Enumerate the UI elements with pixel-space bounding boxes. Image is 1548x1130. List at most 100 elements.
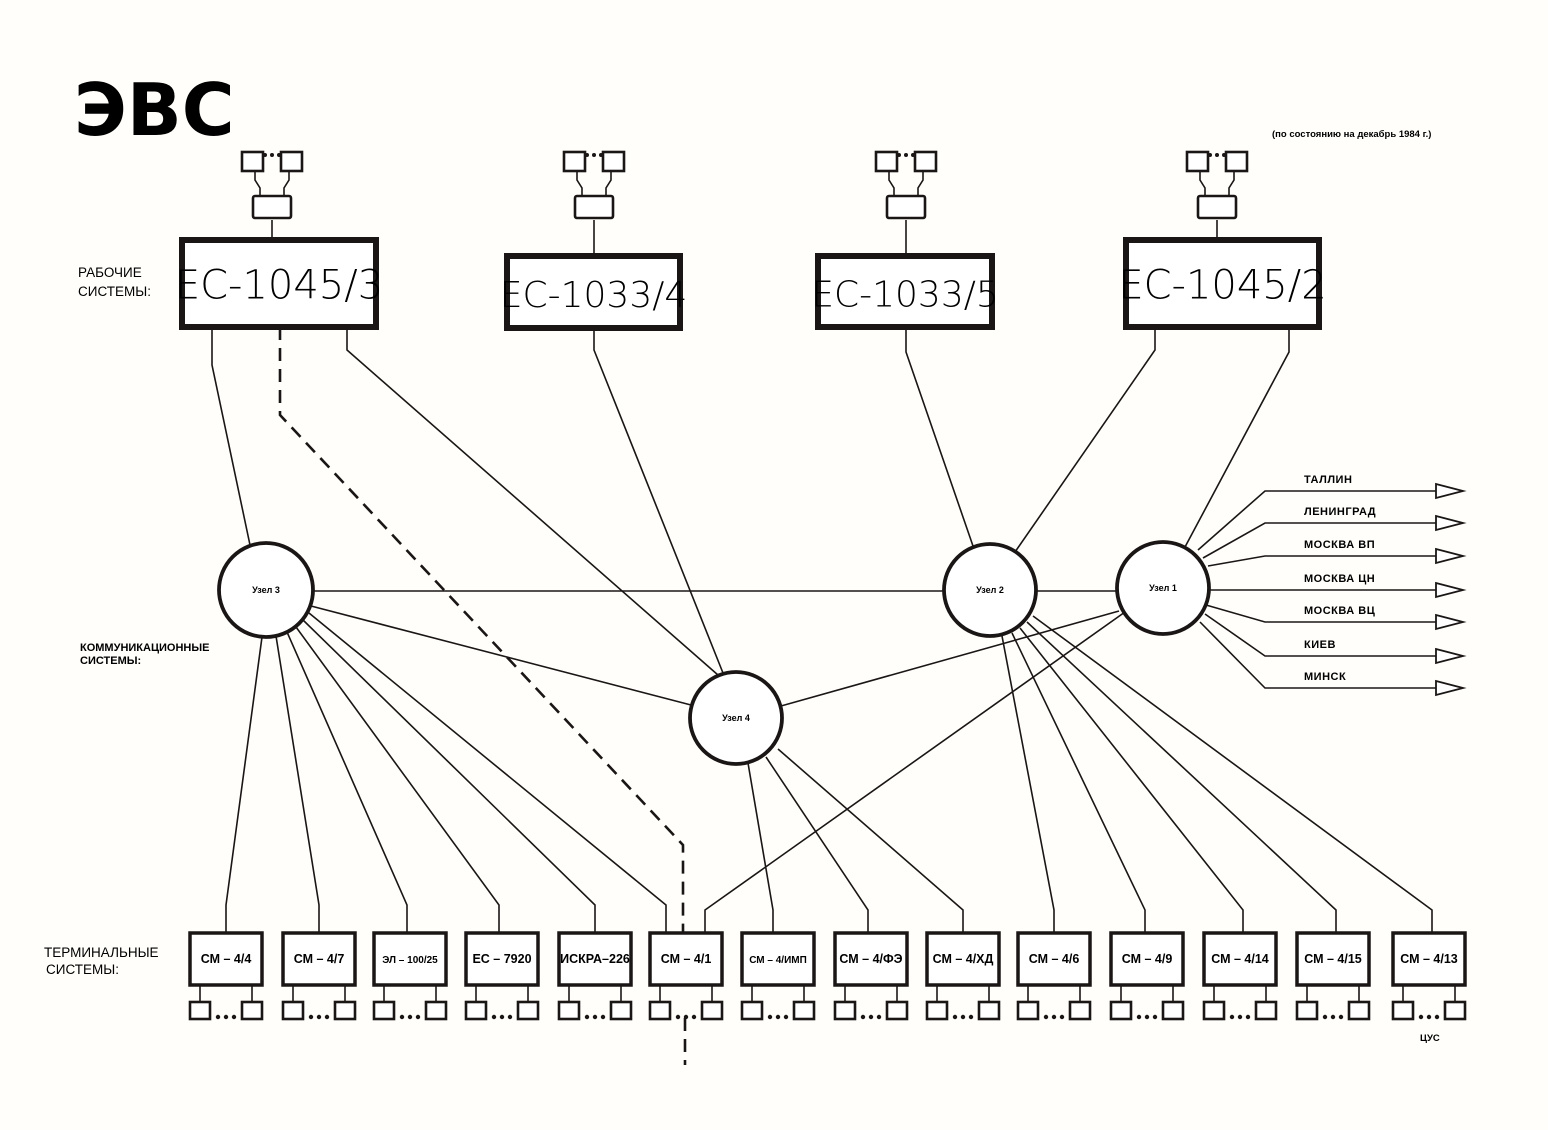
external-link-label: МИНСК bbox=[1304, 671, 1346, 683]
comm-systems-label-line1: КОММУНИКАЦИОННЫЕ bbox=[80, 642, 209, 654]
external-link-line bbox=[1199, 621, 1436, 689]
sub-terminal-icon bbox=[977, 1000, 1001, 1021]
sub-terminal-icon bbox=[464, 1000, 488, 1021]
work-systems-label: РАБОЧИЕ СИСТЕМЫ: bbox=[78, 265, 151, 299]
external-link-item[interactable]: ТАЛЛИН bbox=[1197, 474, 1467, 551]
sub-terminal-icon bbox=[188, 1000, 212, 1021]
terminal-systems-label-line2: СИСТЕМЫ: bbox=[46, 962, 119, 977]
terminal-t14[interactable]: СМ – 4/13 bbox=[1391, 931, 1467, 1021]
node-n4[interactable]: Узел 4 bbox=[688, 670, 784, 766]
terminal-controller-icon bbox=[251, 194, 293, 220]
sub-terminal-cluster bbox=[1109, 985, 1185, 1021]
work-system-label: ЕС-1045/3 bbox=[175, 263, 383, 309]
terminal-t7[interactable]: СМ – 4/ИМП bbox=[740, 931, 816, 1021]
node-n2[interactable]: Узел 2 bbox=[942, 542, 1038, 638]
sub-terminal-cluster bbox=[281, 985, 357, 1021]
work-system-label: ЕС-1045/2 bbox=[1118, 263, 1326, 309]
external-link-item[interactable]: ЛЕНИНГРАД bbox=[1202, 506, 1467, 559]
external-link-item[interactable]: МИНСК bbox=[1199, 621, 1467, 697]
sub-terminal-icon bbox=[1161, 1000, 1185, 1021]
external-link-item[interactable]: МОСКВА ВП bbox=[1207, 539, 1467, 567]
terminal-t12[interactable]: СМ – 4/14 bbox=[1202, 931, 1278, 1021]
terminal-box bbox=[925, 931, 1001, 987]
sub-terminal-icon bbox=[700, 1000, 724, 1021]
sub-terminal-icon bbox=[1109, 1000, 1133, 1021]
sub-terminal-icon bbox=[1068, 1000, 1092, 1021]
terminal-t8[interactable]: СМ – 4/ФЭ bbox=[833, 931, 909, 1021]
node-label: Узел 2 bbox=[976, 585, 1004, 595]
terminal-t1[interactable]: СМ – 4/4 bbox=[188, 931, 264, 1021]
terminal-t3[interactable]: ЭЛ – 100/25 bbox=[372, 931, 448, 1021]
terminal-label: СМ – 4/ИМП bbox=[749, 955, 807, 966]
terminal-systems-label-line1: ТЕРМИНАЛЬНЫЕ bbox=[44, 945, 159, 960]
terminal-t4[interactable]: ЕС – 7920 bbox=[464, 931, 540, 1021]
terminal-controller-icon bbox=[1196, 194, 1238, 220]
terminal-t13[interactable]: СМ – 4/15 bbox=[1295, 931, 1371, 1021]
sub-terminal-icon bbox=[648, 1000, 672, 1021]
link-n1-t6 bbox=[704, 611, 1126, 933]
terminal-label: СМ – 4/15 bbox=[1304, 952, 1362, 966]
terminal-label: СМ – 4/9 bbox=[1122, 952, 1173, 966]
terminal-t2[interactable]: СМ – 4/7 bbox=[281, 931, 357, 1021]
link-n3-t3 bbox=[286, 631, 408, 933]
user-terminal-cluster bbox=[240, 150, 304, 240]
dashed-link-ws1-t6 bbox=[278, 327, 685, 935]
work-system-box bbox=[504, 253, 683, 331]
arrow-right-icon bbox=[1435, 679, 1467, 697]
sub-terminal-icon bbox=[424, 1000, 448, 1021]
work-system-ws1[interactable]: ЕС-1045/3 bbox=[175, 150, 383, 330]
terminal-box bbox=[648, 931, 724, 987]
sub-terminal-cluster bbox=[464, 985, 540, 1021]
external-link-item[interactable]: МОСКВА ВЦ bbox=[1205, 604, 1467, 631]
link-n2-t11 bbox=[1011, 632, 1146, 933]
sub-terminal-cluster bbox=[1016, 985, 1092, 1021]
node-n3[interactable]: Узел 3 bbox=[217, 541, 315, 639]
terminal-t5[interactable]: ИСКРА–226 bbox=[557, 931, 633, 1021]
terminal-label: ЕС – 7920 bbox=[472, 952, 531, 966]
terminal-t6[interactable]: СМ – 4/1 bbox=[648, 931, 724, 1021]
terminal-t9[interactable]: СМ – 4/ХД bbox=[925, 931, 1001, 1021]
external-link-label: МОСКВА ЦН bbox=[1304, 573, 1375, 585]
external-link-label: ЛЕНИНГРАД bbox=[1304, 506, 1376, 518]
sub-terminal-icon bbox=[1295, 1000, 1319, 1021]
sub-terminal-icon bbox=[833, 1000, 857, 1021]
sub-terminal-cluster bbox=[648, 985, 724, 1021]
link-ws4-n2 bbox=[1014, 327, 1156, 553]
user-terminal-icon bbox=[240, 150, 265, 173]
terminal-box bbox=[188, 931, 264, 987]
user-terminal-cluster bbox=[1185, 150, 1249, 240]
link-n4-t9 bbox=[777, 748, 964, 933]
terminal-box bbox=[1016, 931, 1092, 987]
node-label: Узел 4 bbox=[722, 713, 750, 723]
arrow-right-icon bbox=[1435, 547, 1467, 565]
terminal-t10[interactable]: СМ – 4/6 bbox=[1016, 931, 1092, 1021]
external-link-item[interactable]: МОСКВА ЦН bbox=[1209, 573, 1467, 599]
work-system-ws3[interactable]: ЕС-1033/5 bbox=[811, 150, 999, 330]
terminal-t11[interactable]: СМ – 4/9 bbox=[1109, 931, 1185, 1021]
node-circle bbox=[942, 542, 1038, 638]
arrow-right-icon bbox=[1435, 647, 1467, 665]
sub-terminal-icon bbox=[609, 1000, 633, 1021]
link-ws1-n4 bbox=[346, 327, 719, 676]
sub-terminal-icon bbox=[1016, 1000, 1040, 1021]
tsus-note: ЦУС bbox=[1420, 1033, 1440, 1044]
terminal-box bbox=[372, 931, 448, 987]
node-circle bbox=[688, 670, 784, 766]
user-terminal-icon bbox=[601, 150, 626, 173]
work-system-ws4[interactable]: ЕС-1045/2 bbox=[1118, 150, 1327, 330]
link-n4-t7 bbox=[747, 762, 774, 933]
sub-terminal-icon bbox=[925, 1000, 949, 1021]
sub-terminal-icon bbox=[557, 1000, 581, 1021]
sub-terminal-icon bbox=[372, 1000, 396, 1021]
node-circle bbox=[1115, 540, 1211, 636]
sub-terminal-icon bbox=[1347, 1000, 1371, 1021]
arrow-right-icon bbox=[1435, 482, 1467, 500]
external-link-item[interactable]: КИЕВ bbox=[1204, 613, 1467, 665]
work-system-ws2[interactable]: ЕС-1033/4 bbox=[500, 150, 688, 331]
node-n1[interactable]: Узел 1 bbox=[1115, 540, 1211, 636]
sub-terminal-cluster bbox=[925, 985, 1001, 1021]
terminal-box bbox=[1295, 931, 1371, 987]
